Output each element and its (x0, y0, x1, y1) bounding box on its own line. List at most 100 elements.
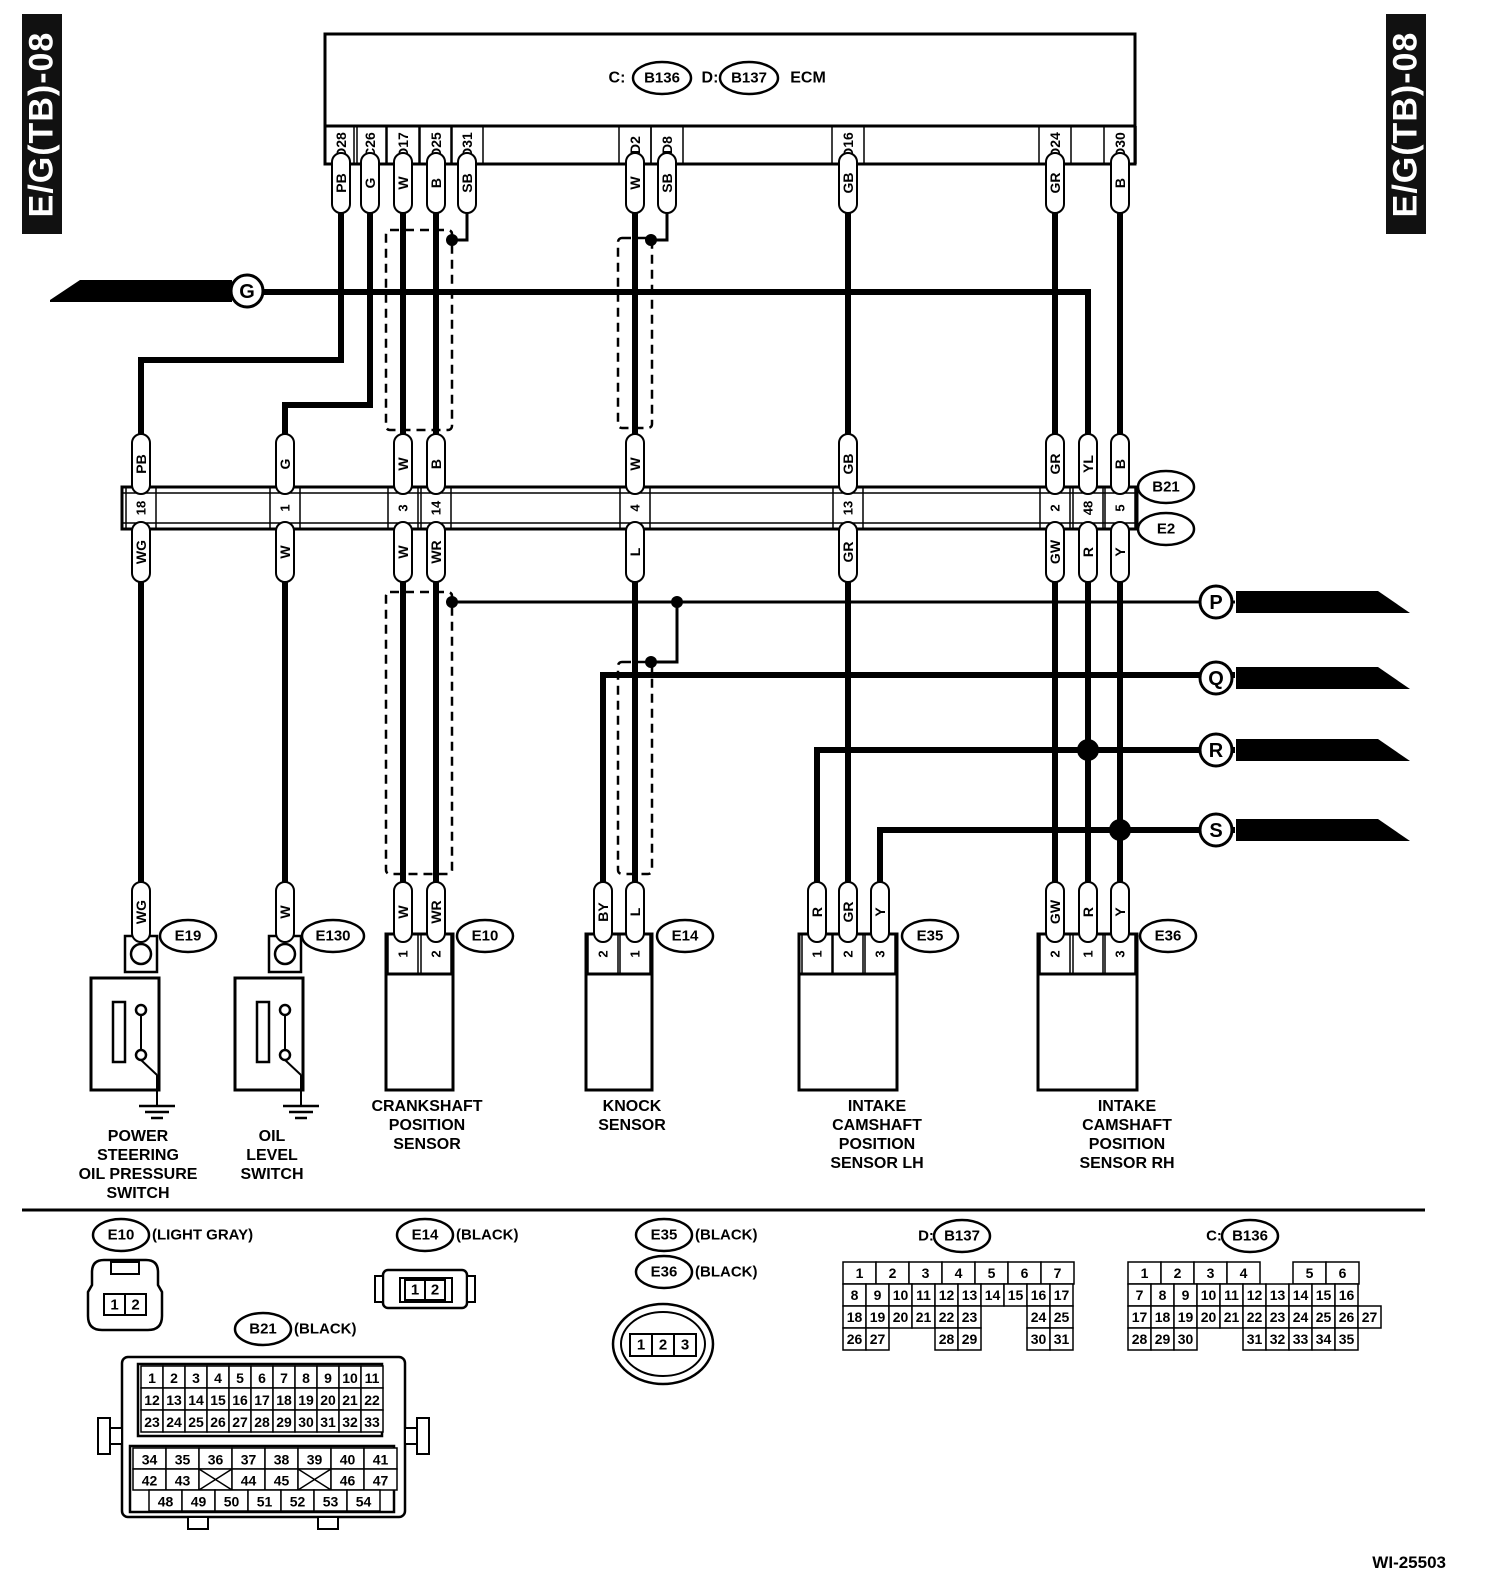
svg-text:4: 4 (955, 1265, 963, 1281)
svg-text:54: 54 (356, 1494, 372, 1510)
svg-text:B137: B137 (731, 70, 767, 87)
svg-text:6: 6 (1339, 1265, 1347, 1281)
ecm-pin-d30: D30 (1112, 132, 1128, 158)
conn-e10: E10 (455, 918, 515, 954)
joint-top-wire-18: PB (131, 433, 151, 495)
svg-text:1: 1 (856, 1265, 864, 1281)
ecm-c-prefix: C: (609, 70, 626, 87)
svg-text:19: 19 (298, 1392, 314, 1408)
svg-text:30: 30 (1178, 1331, 1194, 1347)
svg-text:33: 33 (364, 1414, 380, 1430)
svg-text:W: W (627, 176, 643, 190)
svg-text:L: L (627, 547, 643, 556)
joint-top-wire-4: W (625, 433, 645, 495)
joint-bottom-wire-3: W (393, 521, 413, 583)
svg-text:24: 24 (166, 1414, 182, 1430)
svg-text:27: 27 (1362, 1309, 1378, 1325)
ecm-wire-d25: B (426, 152, 446, 214)
e14-wire-0: BY (593, 881, 613, 943)
svg-text:Q: Q (1208, 668, 1224, 690)
svg-text:24: 24 (1031, 1309, 1047, 1325)
conn-e35: E35 (900, 918, 960, 954)
svg-text:53: 53 (323, 1494, 339, 1510)
joint-bottom-wire-2: GW (1045, 521, 1065, 583)
svg-text:7: 7 (280, 1370, 288, 1386)
conn-b21: B21 (1136, 469, 1196, 505)
svg-text:4: 4 (214, 1370, 222, 1386)
svg-text:19: 19 (1178, 1309, 1194, 1325)
svg-text:15: 15 (210, 1392, 226, 1408)
svg-text:12: 12 (144, 1392, 160, 1408)
svg-text:9: 9 (324, 1370, 332, 1386)
svg-text:26: 26 (210, 1414, 226, 1430)
svg-text:5: 5 (988, 1265, 996, 1281)
joint-pin-5: 5 (1113, 504, 1128, 511)
svg-text:11: 11 (1224, 1287, 1239, 1303)
joint-top-wire-14: B (426, 433, 446, 495)
svg-text:17: 17 (1054, 1287, 1070, 1303)
e19-wire: WG (131, 881, 151, 943)
svg-text:22: 22 (939, 1309, 955, 1325)
svg-text:1: 1 (110, 1297, 118, 1314)
svg-text:B: B (1112, 178, 1128, 188)
ecm-pin-d24: D24 (1047, 132, 1063, 158)
svg-text:29: 29 (1155, 1331, 1171, 1347)
svg-text:1: 1 (148, 1370, 156, 1386)
svg-text:S: S (1209, 820, 1222, 842)
svg-text:E2: E2 (1157, 521, 1175, 538)
page-tag-right: E/G(TB)-08 (1386, 14, 1426, 234)
svg-text:E/G(TB)-11: E/G(TB)-11 (1241, 742, 1318, 759)
svg-text:38: 38 (274, 1452, 290, 1468)
svg-text:31: 31 (1247, 1331, 1263, 1347)
svg-text:12: 12 (939, 1287, 955, 1303)
joint-top-wire-1: G (275, 433, 295, 495)
ecm-wire-d24: GR (1045, 152, 1065, 214)
svg-text:16: 16 (1031, 1287, 1047, 1303)
svg-text:Y: Y (1112, 907, 1128, 917)
svg-text:31: 31 (1054, 1331, 1070, 1347)
svg-text:15: 15 (1316, 1287, 1332, 1303)
joint-pin-48: 48 (1081, 501, 1096, 515)
svg-text:(BLACK): (BLACK) (456, 1227, 518, 1244)
splice-dot (1077, 739, 1099, 761)
legend-b21-caption: B21(BLACK) (233, 1311, 356, 1347)
ecm-wire-d31: SB (457, 152, 477, 214)
ground-symbol (283, 1092, 319, 1120)
svg-text:BY: BY (595, 902, 611, 922)
svg-text:GB: GB (840, 454, 856, 475)
joint-top-wire-5: B (1110, 433, 1130, 495)
joint-pin-14: 14 (429, 500, 444, 515)
crank-shield-upper (384, 228, 454, 432)
svg-text:SB: SB (459, 173, 475, 192)
svg-text:GW: GW (1047, 899, 1063, 924)
svg-text:E35: E35 (651, 1227, 678, 1244)
svg-text:22: 22 (364, 1392, 380, 1408)
svg-text:W: W (277, 905, 293, 919)
splice-dot (645, 656, 657, 668)
ecm-pin-d28: D28 (333, 132, 349, 158)
svg-text:WG: WG (133, 900, 149, 924)
svg-text:19: 19 (870, 1309, 886, 1325)
e36-wire-2: Y (1110, 881, 1130, 943)
svg-text:42: 42 (142, 1473, 158, 1489)
svg-text:40: 40 (340, 1452, 356, 1468)
ecm-wire-d30: B (1110, 152, 1130, 214)
svg-text:14: 14 (1293, 1287, 1309, 1303)
svg-text:D:: D: (918, 1228, 934, 1245)
ecm-wire-d16: GB (838, 152, 858, 214)
svg-text:1: 1 (637, 1337, 645, 1354)
svg-text:GW: GW (1047, 539, 1063, 564)
svg-text:W: W (395, 457, 411, 471)
joint-pin-13: 13 (841, 501, 856, 515)
joint-top-wire-2: GR (1045, 433, 1065, 495)
svg-text:32: 32 (1270, 1331, 1286, 1347)
joint-pin-1: 1 (278, 504, 293, 511)
svg-text:E/G(TB)-11: E/G(TB)-11 (1241, 822, 1318, 839)
svg-text:26: 26 (1339, 1309, 1355, 1325)
ref-right-r: E/G(TB)-11 (1236, 739, 1410, 761)
drawing-code: WI-25503 (1372, 1553, 1446, 1572)
